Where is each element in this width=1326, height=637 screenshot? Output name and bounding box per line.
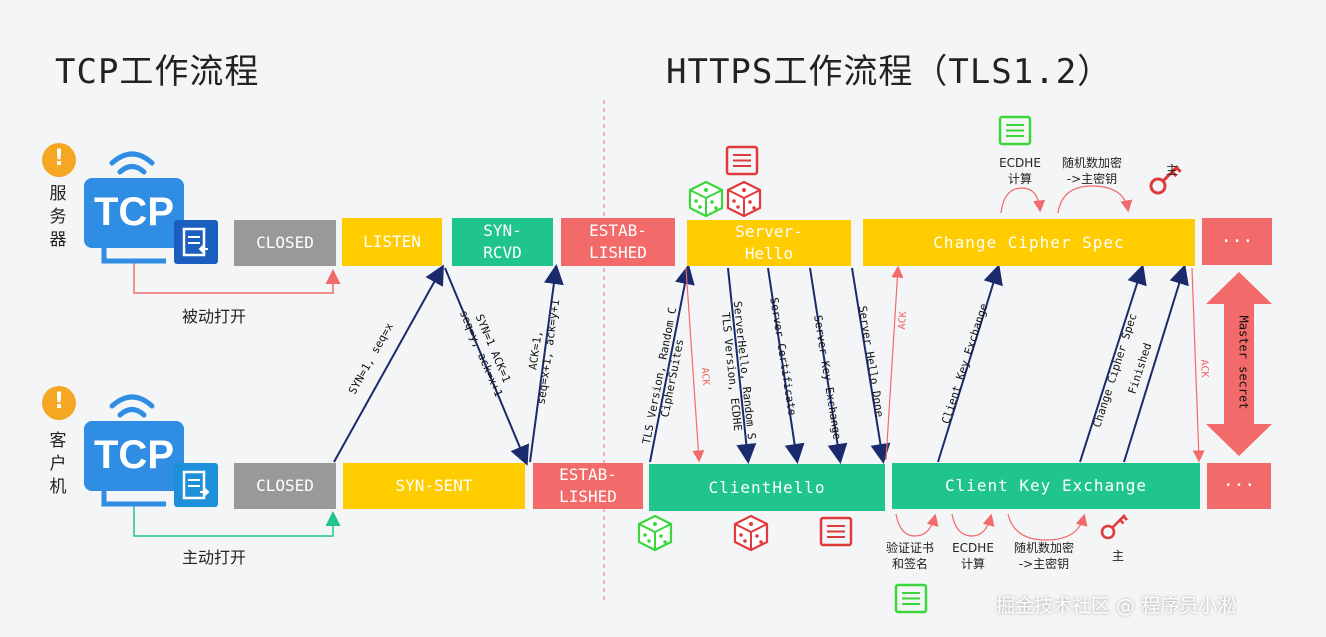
client-hello-box: ClientHello xyxy=(649,464,885,511)
server-state-listen: LISTEN xyxy=(342,218,442,266)
watermark: 掘金技术社区 @ 程序员小淞 xyxy=(996,595,1237,617)
client-state-established: ESTAB- LISHED xyxy=(533,463,643,509)
server-label: 服务器 xyxy=(49,184,67,250)
server-cert-arrow xyxy=(767,267,805,464)
client-alert-icon xyxy=(42,386,76,420)
ack-arrow-1 xyxy=(685,267,705,463)
verify-note: 验证证书 和签名 xyxy=(885,541,934,571)
server-state-syn-rcvd: SYN- RCVD xyxy=(452,218,553,266)
curve-arrow-bottom-3 xyxy=(1007,513,1088,541)
client-key-exchange-box: Client Key Exchange xyxy=(892,463,1200,509)
random-note-bottom: 随机数加密 ->主密钥 xyxy=(1013,541,1074,571)
change-cipher-arrow xyxy=(1079,264,1147,463)
dice-icon-green-top xyxy=(688,180,724,218)
client-hello-arrow xyxy=(649,264,695,463)
ack-arrow xyxy=(529,264,564,463)
syn-arrow xyxy=(333,264,444,463)
document-icon-red-bottom xyxy=(819,516,853,547)
ack-label-1: ACK xyxy=(698,367,712,386)
document-icon-red-top xyxy=(725,145,759,176)
ecdhe-note-bottom: ECDHE 计算 xyxy=(952,541,994,571)
key-icon-bottom xyxy=(1100,514,1129,540)
client-tcp-badge: TCP xyxy=(94,433,174,477)
finished-arrow xyxy=(1123,264,1189,463)
curve-arrow-bottom-1 xyxy=(895,513,939,537)
client-more-box: ··· xyxy=(1207,463,1271,509)
server-alert-mark: ! xyxy=(53,146,65,171)
server-more-box: ··· xyxy=(1202,218,1272,265)
server-key-exchange-arrow xyxy=(809,267,848,464)
curve-arrow-top-2 xyxy=(1057,185,1133,214)
server-tcp-icon xyxy=(84,151,218,264)
change-cipher-spec-box: Change Cipher Spec xyxy=(863,219,1195,266)
synack-arrow xyxy=(444,267,530,466)
https-title: HTTPS工作流程（TLS1.2） xyxy=(666,52,1113,92)
dice-icon-red-bottom xyxy=(733,514,769,552)
ack-arrow-3 xyxy=(1191,267,1205,463)
active-open-label: 主动打开 xyxy=(182,548,247,567)
server-state-closed: CLOSED xyxy=(234,220,336,266)
curve-arrow-top-1 xyxy=(1000,187,1046,214)
random-note-top: 随机数加密 ->主密钥 xyxy=(1061,156,1122,186)
passive-open-label: 被动打开 xyxy=(182,307,247,326)
ecdhe-note-top: ECDHE 计算 xyxy=(999,156,1041,186)
master-secret-label: Master secret xyxy=(1236,315,1251,410)
client-label: 客户机 xyxy=(49,431,67,497)
server-hello-done-arrow xyxy=(851,267,891,464)
server-tcp-badge: TCP xyxy=(94,190,174,234)
key-note-bottom: 主 xyxy=(1111,549,1124,563)
tcp-title: TCP工作流程 xyxy=(55,52,260,92)
master-secret-arrow xyxy=(1206,272,1272,456)
dice-icon-green-bottom xyxy=(637,514,673,552)
server-state-established: ESTAB- LISHED xyxy=(561,218,675,266)
ack-arrow-2 xyxy=(885,265,904,461)
client-state-closed: CLOSED xyxy=(234,463,336,509)
dice-icon-red-top xyxy=(726,180,762,218)
client-key-exchange-arrow xyxy=(937,264,1003,463)
ack-label-2: ACK xyxy=(896,311,910,330)
curve-arrow-bottom-2 xyxy=(951,513,995,537)
client-alert-mark: ! xyxy=(53,389,65,414)
server-hello-box: Server- Hello xyxy=(687,220,851,266)
ack-label-3: ACK xyxy=(1198,359,1210,378)
client-tcp-icon xyxy=(84,394,218,507)
active-open-bracket xyxy=(133,506,341,537)
passive-open-bracket xyxy=(133,262,341,294)
key-note-top: 主 xyxy=(1165,163,1178,177)
server-alert-icon xyxy=(42,143,76,177)
client-state-syn-sent: SYN-SENT xyxy=(343,463,525,509)
server-hello-arrow xyxy=(727,267,757,464)
document-icon-green-bottom xyxy=(894,583,928,614)
key-icon-top xyxy=(1149,165,1182,195)
document-icon-green-top xyxy=(998,115,1032,146)
